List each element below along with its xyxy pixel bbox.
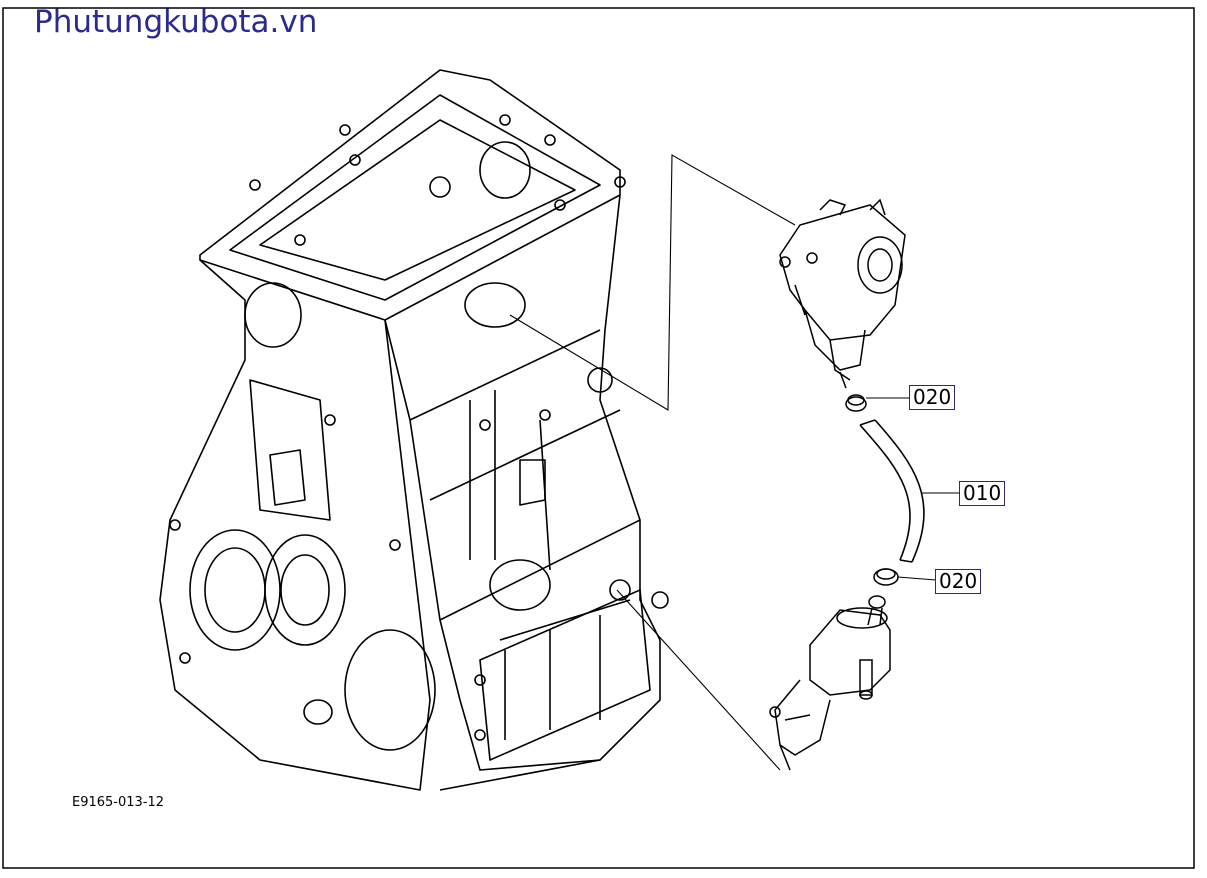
callout-020-lower[interactable]: 020 (935, 569, 982, 594)
engine-block-drawing (159, 69, 669, 791)
callout-010[interactable]: 010 (959, 481, 1006, 506)
site-watermark: Phutungkubota.vn (34, 4, 318, 40)
upper-clip (845, 396, 867, 412)
leader-lines (509, 154, 796, 771)
carburetor-drawing (779, 198, 906, 389)
frame-border (2, 7, 1195, 869)
fuel-pump-drawing (769, 595, 891, 771)
callout-020-upper[interactable]: 020 (909, 385, 956, 410)
callout-leaders (866, 397, 960, 581)
drawing-code: E9165-013-12 (72, 795, 165, 810)
fuel-hose-assembly (845, 394, 925, 586)
